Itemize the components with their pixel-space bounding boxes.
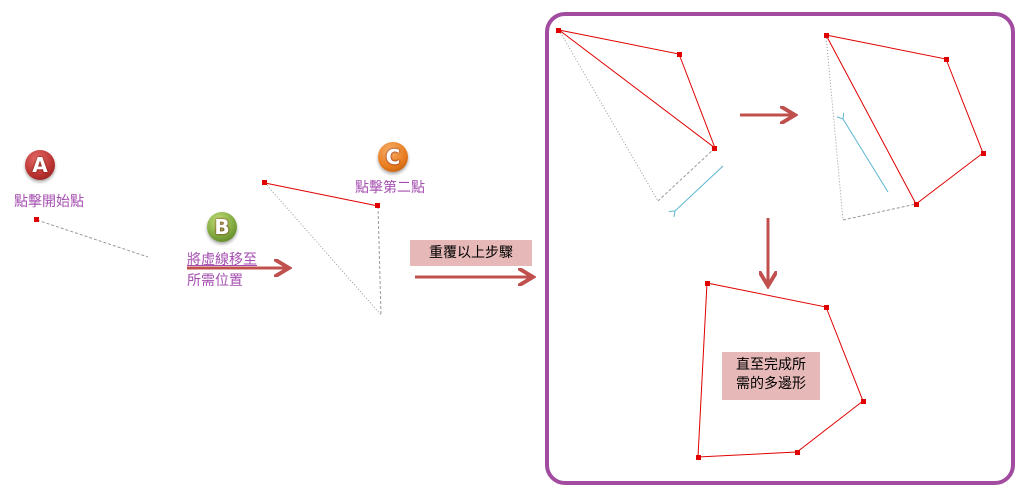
- step-b-label-line2: 所需位置: [187, 273, 243, 289]
- finish-label-line1: 直至完成所: [736, 357, 806, 373]
- vertex[interactable]: [34, 217, 39, 222]
- polygon-step-1: [556, 28, 724, 211]
- dotted-guide: [264, 182, 382, 316]
- edge: [264, 182, 379, 207]
- badge-b: B: [207, 212, 237, 242]
- badge-c: C: [378, 142, 408, 172]
- repeat-panel: [545, 12, 1015, 485]
- direction-arrow: [675, 165, 724, 211]
- polygon-final: [696, 281, 866, 460]
- vertex[interactable]: [262, 180, 267, 185]
- step-c-label: 點擊第二點: [355, 180, 425, 196]
- vertex[interactable]: [375, 203, 380, 208]
- badge-a: A: [25, 150, 55, 180]
- finish-label: 直至完成所 需的多邊形: [722, 352, 820, 400]
- step-a-label: 點擊開始點: [14, 194, 84, 210]
- finish-label-line2: 需的多邊形: [736, 376, 806, 392]
- dashed-guide: [36, 219, 149, 258]
- polygon-step-2: [824, 33, 986, 221]
- dashed-guide: [377, 205, 382, 316]
- step-b-label-line1: 將虛線移至: [187, 252, 257, 268]
- direction-arrow: [843, 119, 889, 193]
- repeat-label: 重覆以上步驟: [410, 240, 532, 266]
